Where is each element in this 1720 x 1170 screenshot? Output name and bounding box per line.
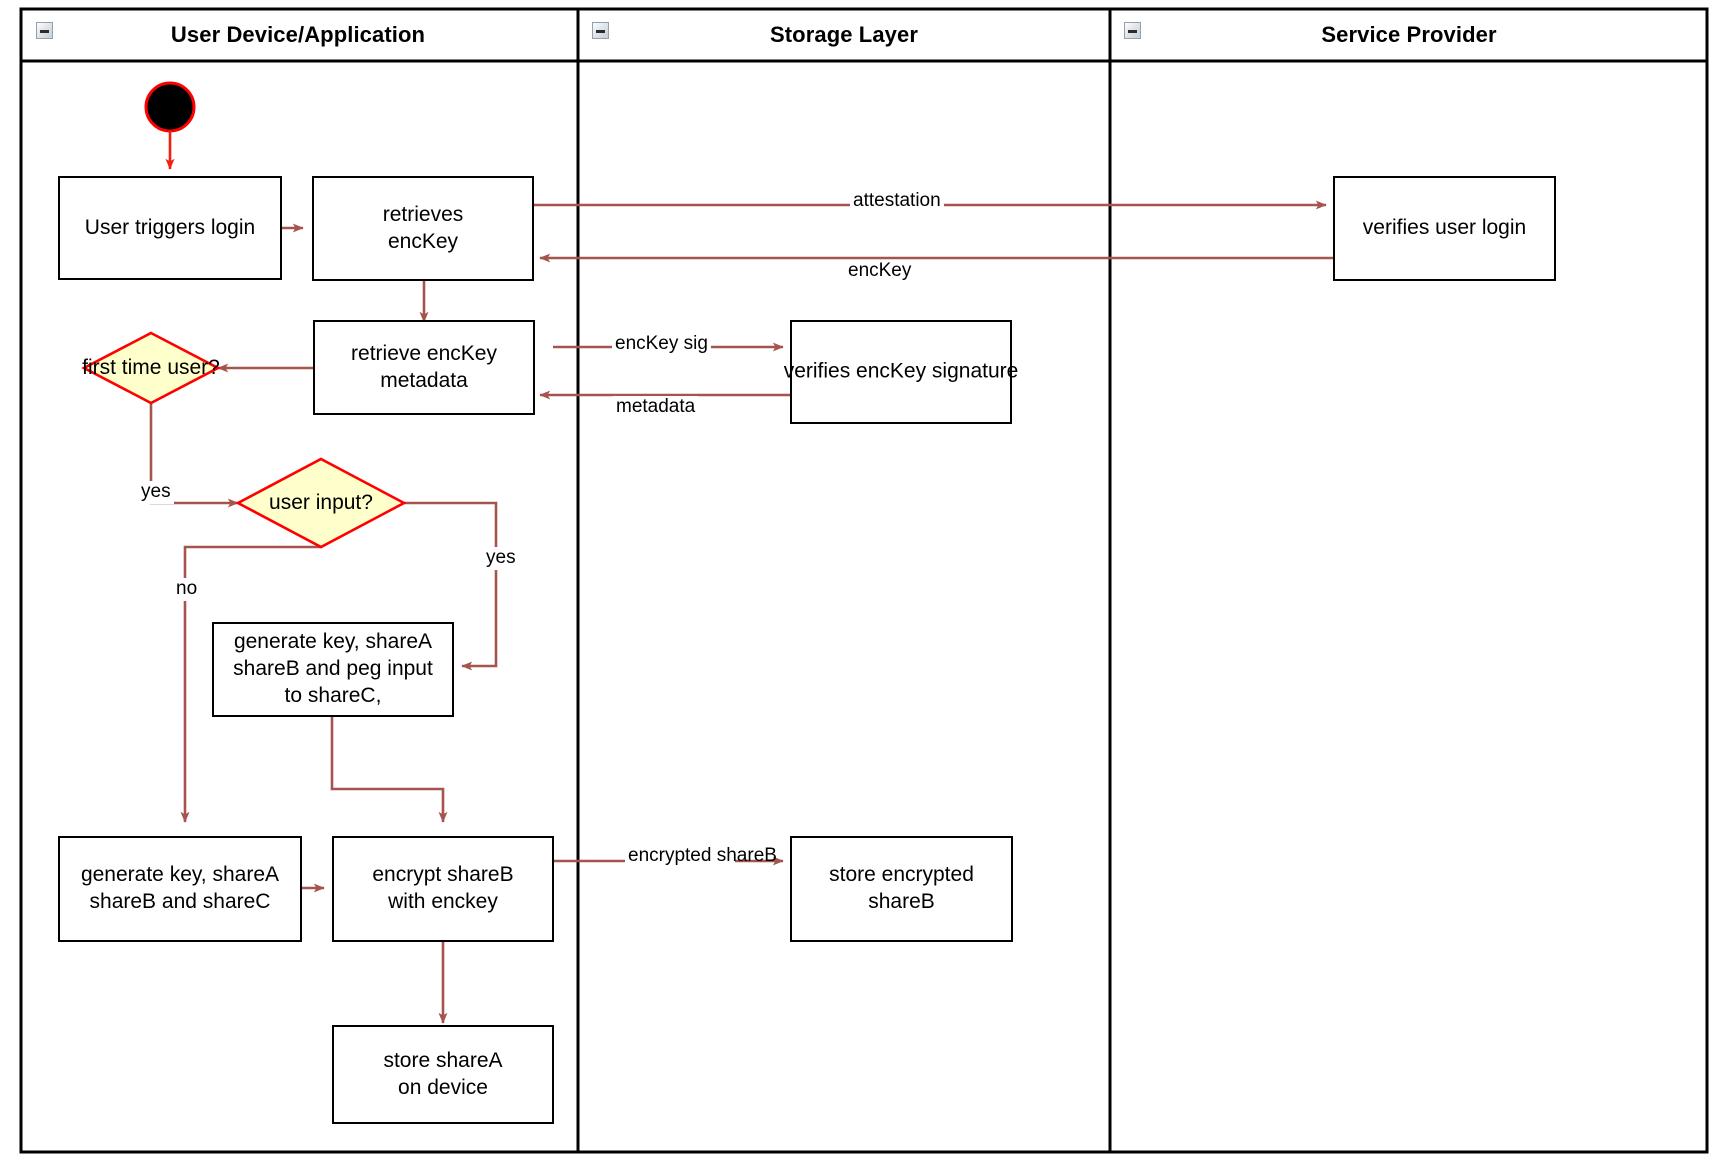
node-label-line1: store shareA bbox=[383, 1048, 503, 1072]
lane-title-text: Service Provider bbox=[1321, 22, 1497, 47]
edge-label-line2: shareB bbox=[716, 845, 777, 866]
edge-label-line1: encrypted bbox=[628, 845, 712, 866]
lane-header-user-device: User Device/Application bbox=[36, 12, 560, 58]
edge-label-user-input-yes: yes bbox=[483, 547, 519, 570]
decision-label-line2: user? bbox=[167, 355, 220, 379]
decision-first-time-user[interactable]: first time user? bbox=[82, 333, 220, 403]
edge-label-enckey-sig: encKey sig bbox=[612, 333, 711, 356]
node-label-line2: shareB and shareC bbox=[89, 890, 271, 913]
node-label: verifies encKey signature bbox=[783, 359, 1019, 383]
node-label-line1: retrieves bbox=[382, 202, 464, 226]
node-retrieve-enckey-metadata[interactable]: retrieve encKey metadata bbox=[313, 320, 535, 415]
lane-title-text: User Device/Application bbox=[170, 22, 426, 47]
node-store-encrypted-shareb[interactable]: store encrypted shareB bbox=[790, 836, 1013, 942]
node-label-line1: retrieve encKey bbox=[351, 341, 497, 365]
node-label-line1: generate key, shareA bbox=[233, 630, 433, 654]
node-retrieves-enckey[interactable]: retrieves encKey bbox=[312, 176, 534, 281]
decision-label-line1: first time bbox=[82, 355, 162, 379]
node-label-line2: shareB and peg input bbox=[233, 657, 433, 681]
edge-label-enckey: encKey bbox=[845, 260, 915, 283]
node-label: User triggers login bbox=[84, 215, 256, 239]
decision-user-input-shape bbox=[235, 457, 407, 549]
node-label-line3: to shareC, bbox=[284, 683, 382, 707]
node-verifies-enckey-signature[interactable]: verifies encKey signature bbox=[784, 320, 1018, 424]
node-label-line1: store encrypted bbox=[829, 863, 974, 887]
decision-user-input[interactable]: user input? bbox=[238, 459, 404, 547]
node-label-line2: metadata bbox=[380, 368, 468, 392]
node-label-line2: with enckey bbox=[388, 890, 498, 913]
node-label-line2: on device bbox=[398, 1075, 488, 1099]
initial-node-shape bbox=[144, 81, 196, 133]
edge-label-attestation: attestation bbox=[850, 190, 944, 213]
decision-label: first time user? bbox=[82, 333, 220, 403]
node-label: verifies user login bbox=[1362, 216, 1527, 240]
edge-userinput-no bbox=[180, 545, 321, 823]
node-label-line2: encKey bbox=[387, 229, 459, 253]
node-user-triggers-login[interactable]: User triggers login bbox=[58, 176, 282, 280]
decision-label: user input? bbox=[238, 459, 404, 547]
decision-first-time-user-shape bbox=[81, 331, 221, 405]
lane-title-text: Storage Layer bbox=[769, 22, 919, 47]
node-verifies-user-login[interactable]: verifies user login bbox=[1333, 176, 1556, 281]
minus-box-icon-storage-layer[interactable] bbox=[592, 22, 609, 39]
edge-label-first-time-yes: yes bbox=[138, 481, 174, 504]
decision-shapes bbox=[81, 331, 407, 549]
minus-box-icon-user-device[interactable] bbox=[36, 22, 53, 39]
node-label-line1: encrypt shareB bbox=[372, 863, 514, 887]
node-generate-key-shares[interactable]: generate key, shareA shareB and shareC bbox=[58, 836, 302, 942]
decision-label-line1: user input? bbox=[269, 490, 373, 514]
minus-box-icon-service-provider[interactable] bbox=[1124, 22, 1141, 39]
lane-header-service-provider: Service Provider bbox=[1124, 12, 1694, 58]
edge-label-encrypted-shareb: encrypted shareB bbox=[625, 845, 777, 868]
lane-header-storage-layer: Storage Layer bbox=[592, 12, 1096, 58]
node-label-line2: shareB bbox=[868, 890, 935, 913]
node-store-sharea-on-device[interactable]: store shareA on device bbox=[332, 1025, 554, 1124]
node-generate-key-peg[interactable]: generate key, shareA shareB and peg inpu… bbox=[212, 622, 454, 717]
edge-label-metadata: metadata bbox=[613, 396, 699, 419]
node-encrypt-shareb[interactable]: encrypt shareB with enckey bbox=[332, 836, 554, 942]
edge-userinput-yes bbox=[404, 501, 498, 671]
edge-peg-to-encrypt bbox=[330, 717, 448, 823]
edge-label-user-input-no: no bbox=[173, 578, 201, 601]
node-label-line1: generate key, shareA bbox=[80, 863, 280, 887]
